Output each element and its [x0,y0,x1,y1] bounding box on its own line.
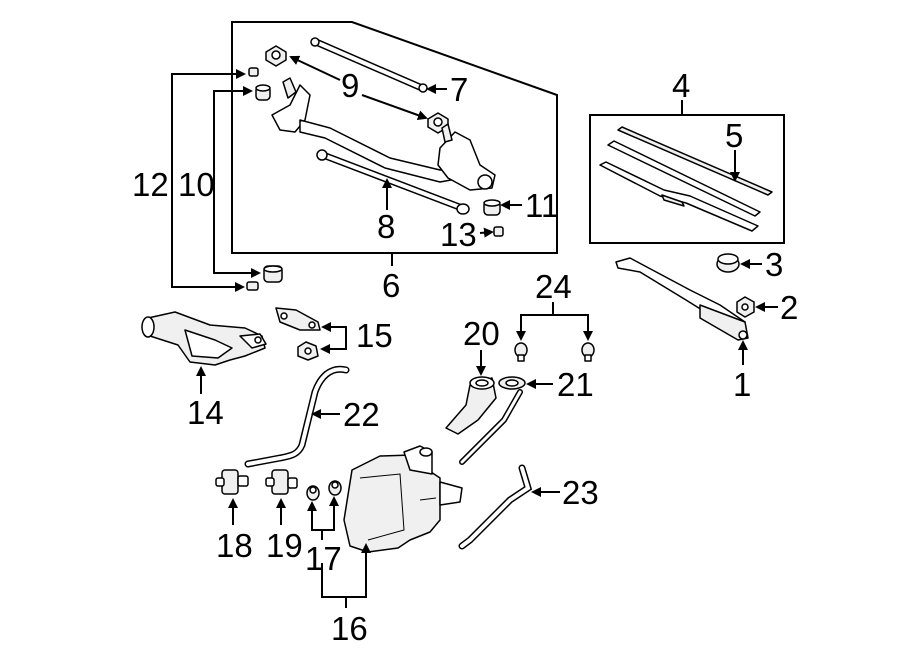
washer-hose-23 [458,464,533,550]
leader-12 [171,69,246,195]
bushing-10-upper [255,84,271,101]
leader-15-upper [321,322,347,335]
connecting-rod-upper [310,37,428,93]
callout-20: 20 [463,315,500,352]
leader-15-lower [320,335,347,354]
wiper-linkage-assembly [271,77,496,191]
bushing-10-lower [263,265,283,283]
callout-4: 4 [672,67,690,104]
callout-3: 3 [765,246,783,283]
callout-19: 19 [266,527,303,564]
arm-cap [716,253,740,273]
clip-12-lower [246,281,259,291]
leader-24-right [553,314,593,341]
callout-15: 15 [356,317,393,354]
callout-22: 22 [343,396,380,433]
leader-17-left [307,501,322,531]
callout-7: 7 [450,71,468,108]
callout-17: 17 [305,540,342,577]
leader-10 [213,86,253,195]
wiper-motor [141,311,267,366]
callout-23: 23 [562,474,599,511]
callout-11: 11 [525,187,559,224]
leader-12-lower [171,195,245,292]
callout-24: 24 [535,268,572,305]
motor-bracket [275,307,321,331]
check-valve-right [581,342,595,362]
callout-13: 13 [440,216,477,253]
pivot-cap-left [265,45,287,67]
leader-13 [479,227,494,238]
callout-9: 9 [341,67,359,104]
leader-9-right [361,94,428,120]
washer-nozzle-18 [215,469,249,495]
linkage-group-box [231,21,558,254]
drive-rod [316,149,470,215]
clip-13 [493,226,504,237]
callout-6: 6 [382,267,400,304]
check-valve-left [514,342,528,362]
callout-5: 5 [725,117,743,154]
callout-21: 21 [557,366,594,403]
filler-neck [445,376,497,435]
grommet-right [328,480,342,496]
bracket-nut [297,341,319,361]
callout-1: 1 [733,366,751,403]
washer-reservoir [343,445,463,553]
callout-10: 10 [178,166,215,203]
callout-8: 8 [377,208,395,245]
callout-16: 16 [331,610,368,647]
blade-group-box [589,114,785,244]
wiper-blade [599,126,773,232]
leader-16 [321,543,371,598]
leader-9-left [289,55,341,81]
callout-2: 2 [780,289,798,326]
clip-12-upper [248,67,259,77]
filler-pipe [459,376,526,465]
leader-10-lower [213,195,261,278]
washer-nozzle-19 [265,469,298,495]
callout-12: 12 [132,166,169,203]
bushing-11 [483,199,501,216]
washer-hose-22 [244,365,350,468]
callout-18: 18 [216,527,253,564]
leader-24-left [516,314,553,341]
callout-14: 14 [187,394,224,431]
leader-17-right [322,496,339,531]
wiper-arm [615,257,749,341]
arm-nut [736,296,755,318]
grommet-left [306,485,320,501]
